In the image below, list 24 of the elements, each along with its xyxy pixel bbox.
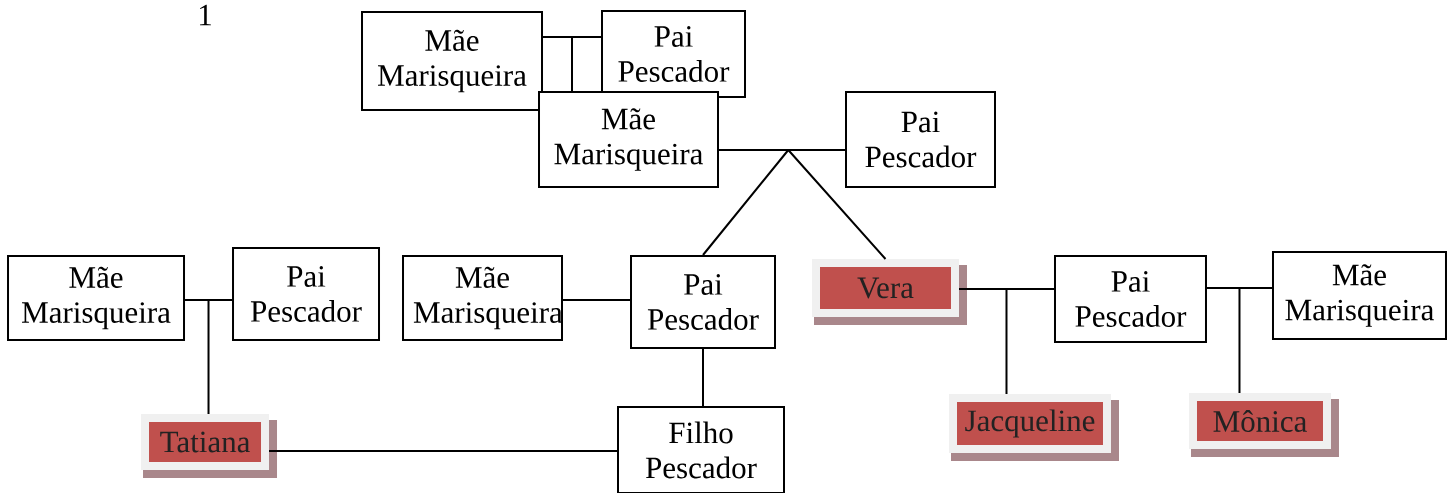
connector-line [702,348,704,407]
person-box: Pai Pescador [630,255,776,349]
person-box: Mãe Marisqueira [538,91,719,188]
person-box: Mãe Marisqueira [7,255,185,341]
connector-line [562,299,631,301]
connector-line [702,149,887,260]
person-box: Pai Pescador [601,10,746,98]
figure-number: 1 [200,4,211,26]
name-box: Vera [812,259,967,325]
name-box: Tatiana [141,414,277,478]
connector-line [1206,287,1273,394]
person-box: Pai Pescador [845,91,996,188]
person-box: Mãe Marisqueira [361,11,543,111]
person-box: Mãe Marisqueira [1272,251,1447,340]
connector-line [268,450,618,452]
person-box: Pai Pescador [232,247,380,341]
name-box: Mônica [1189,393,1339,457]
person-box: Pai Pescador [1054,255,1207,343]
name-box: Jacqueline [949,394,1119,461]
person-box: Mãe Marisqueira [402,255,563,341]
connector-line [542,36,602,92]
connector-line [958,288,1055,395]
person-box: Filho Pescador [617,406,785,493]
connector-line [184,299,233,415]
